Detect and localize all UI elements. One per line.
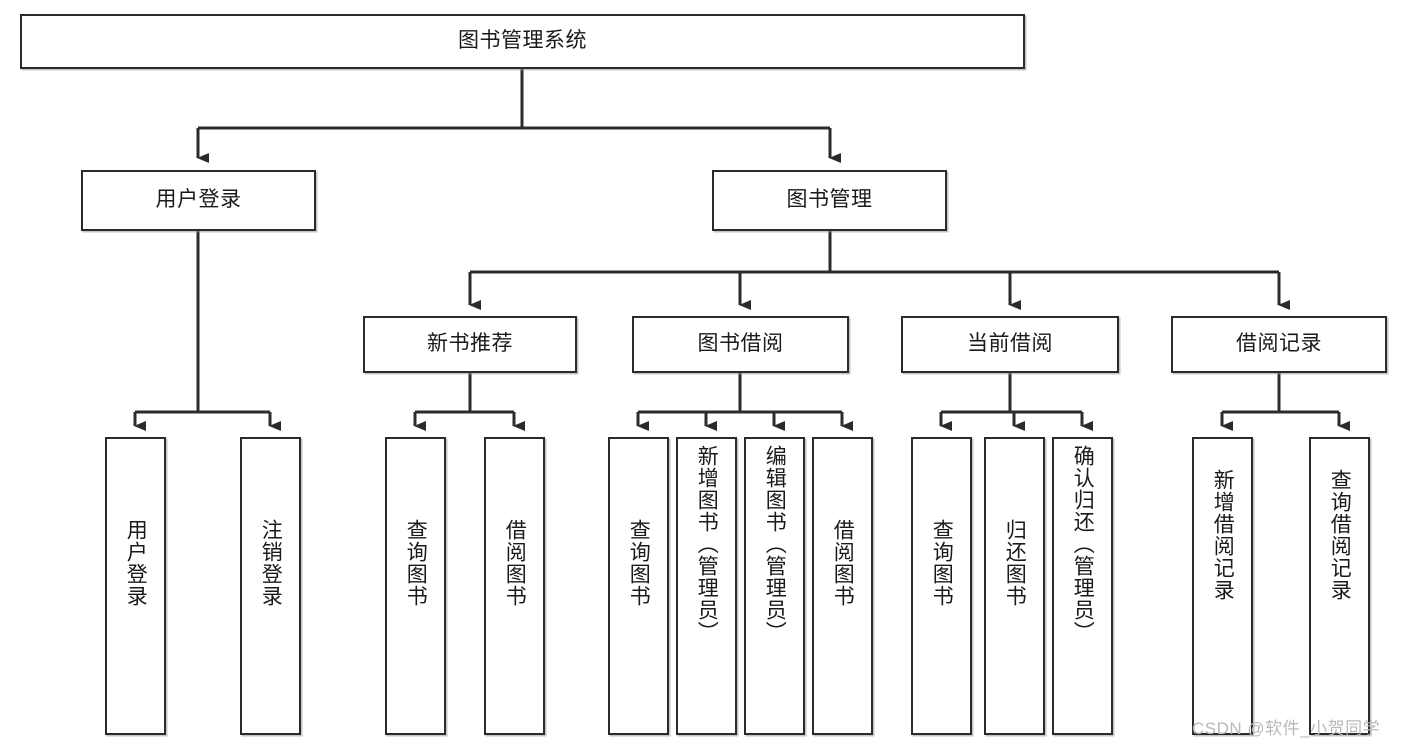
- node-leaf-add-borrow-record-label: 新增借阅记录: [1211, 469, 1235, 601]
- node-user-login-label: 用户登录: [155, 188, 242, 212]
- csdn-watermark: CSDN @软件_小贺同学: [1192, 719, 1381, 738]
- node-leaf-confirm-return[interactable]: 确认归还（管理员）: [1052, 437, 1113, 735]
- node-leaf-borrow-book-label: 借阅图书: [831, 519, 855, 607]
- node-leaf-query-book-borrow[interactable]: 查询图书: [608, 437, 669, 735]
- node-leaf-add-borrow-record[interactable]: 新增借阅记录: [1192, 437, 1253, 735]
- node-leaf-query-book-borrow-label: 查询图书: [627, 519, 651, 607]
- node-leaf-return-book[interactable]: 归还图书: [984, 437, 1045, 735]
- node-leaf-return-book-label: 归还图书: [1003, 519, 1027, 607]
- node-new-book-recommend-label: 新书推荐: [427, 332, 513, 356]
- node-new-book-recommend[interactable]: 新书推荐: [363, 316, 577, 373]
- node-leaf-user-logout-label: 注销登录: [259, 519, 283, 607]
- node-user-login[interactable]: 用户登录: [81, 170, 316, 231]
- node-book-borrow-label: 图书借阅: [697, 332, 784, 356]
- node-leaf-query-book-current-label: 查询图书: [930, 519, 954, 607]
- node-leaf-borrow-book[interactable]: 借阅图书: [812, 437, 873, 735]
- node-leaf-query-book-rec[interactable]: 查询图书: [385, 437, 446, 735]
- node-book-management-label: 图书管理: [786, 188, 873, 212]
- node-book-management[interactable]: 图书管理: [712, 170, 947, 231]
- node-leaf-borrow-book-rec[interactable]: 借阅图书: [484, 437, 545, 735]
- node-leaf-query-book-rec-label: 查询图书: [404, 519, 428, 607]
- node-borrow-record[interactable]: 借阅记录: [1171, 316, 1387, 373]
- node-leaf-edit-book-label: 编辑图书（管理员）: [763, 445, 787, 643]
- node-leaf-user-login[interactable]: 用户登录: [105, 437, 166, 735]
- node-leaf-query-book-current[interactable]: 查询图书: [911, 437, 972, 735]
- node-leaf-add-book-label: 新增图书（管理员）: [695, 445, 719, 643]
- node-leaf-query-borrow-record-label: 查询借阅记录: [1328, 469, 1352, 601]
- node-root-label: 图书管理系统: [458, 29, 587, 53]
- node-leaf-add-book[interactable]: 新增图书（管理员）: [676, 437, 737, 735]
- node-leaf-query-borrow-record[interactable]: 查询借阅记录: [1309, 437, 1370, 735]
- node-leaf-borrow-book-rec-label: 借阅图书: [503, 519, 527, 607]
- node-book-borrow[interactable]: 图书借阅: [632, 316, 849, 373]
- node-current-borrow[interactable]: 当前借阅: [901, 316, 1119, 373]
- node-borrow-record-label: 借阅记录: [1236, 332, 1322, 356]
- node-leaf-user-login-label: 用户登录: [124, 519, 148, 607]
- node-root[interactable]: 图书管理系统: [20, 14, 1025, 69]
- node-current-borrow-label: 当前借阅: [967, 332, 1053, 356]
- node-leaf-confirm-return-label: 确认归还（管理员）: [1071, 445, 1095, 643]
- node-leaf-edit-book[interactable]: 编辑图书（管理员）: [744, 437, 805, 735]
- node-leaf-user-logout[interactable]: 注销登录: [240, 437, 301, 735]
